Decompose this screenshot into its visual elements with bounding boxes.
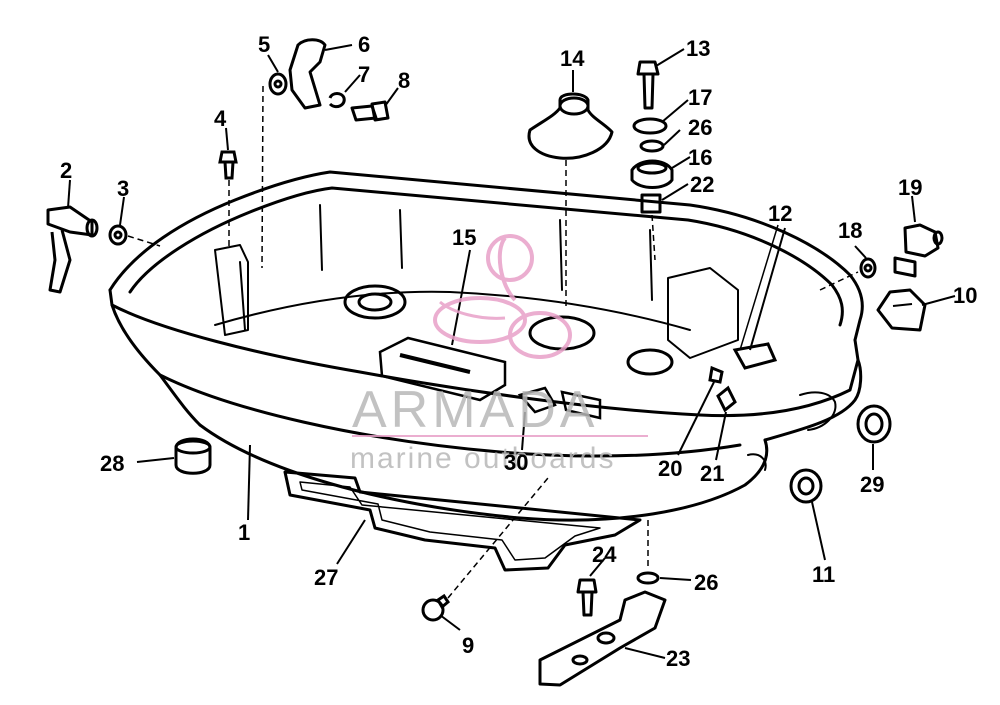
callout-13: 13: [686, 36, 710, 61]
boot-grommet-part: [527, 92, 614, 310]
grommet-pad-part: [378, 336, 507, 402]
plug-part: [421, 477, 549, 622]
callout-27: 27: [314, 565, 338, 590]
clip-part: [517, 386, 602, 420]
callout-12: 12: [768, 201, 792, 226]
bracket-hardware-parts: [708, 224, 779, 413]
armada-watermark: ARMADA marine outboards: [350, 234, 648, 475]
callout-21: 21: [700, 461, 724, 486]
callout-26-upper: 26: [688, 115, 712, 140]
callout-1: 1: [238, 520, 250, 545]
valve-parts: [819, 223, 944, 291]
callout-23: 23: [666, 646, 690, 671]
callout-20: 20: [658, 456, 682, 481]
callout-30: 30: [504, 450, 528, 475]
lower-bracket-parts: [538, 520, 667, 687]
retainer-part: [876, 288, 927, 332]
callout-8: 8: [398, 68, 410, 93]
fitting-part: [218, 150, 238, 248]
callout-26-lower: 26: [694, 570, 718, 595]
callout-24: 24: [592, 542, 617, 567]
callout-labels: 1 2 3 4 5 6 7 8 9 10 11 12 13 14 15 16 1…: [60, 32, 977, 671]
callout-19: 19: [898, 175, 922, 200]
callout-29: 29: [860, 472, 884, 497]
callout-15: 15: [452, 225, 476, 250]
callout-17: 17: [688, 85, 712, 110]
lower-cowl-body: [108, 170, 864, 522]
latch-assembly-parts: [261, 38, 390, 269]
callout-22: 22: [690, 172, 714, 197]
callout-4: 4: [214, 106, 227, 131]
leader-lines: [67, 44, 956, 659]
gasket-part: [283, 470, 642, 572]
callout-28: 28: [100, 451, 124, 476]
callout-3: 3: [117, 176, 129, 201]
screw-stack-parts: [630, 60, 674, 261]
callout-9: 9: [462, 633, 474, 658]
callout-18: 18: [838, 218, 862, 243]
anchor-propeller-logo: [433, 234, 572, 359]
callout-2: 2: [60, 158, 72, 183]
callout-6: 6: [358, 32, 370, 57]
callout-5: 5: [258, 32, 270, 57]
watermark-brand: ARMADA: [352, 381, 598, 439]
grommet-parts: [174, 404, 892, 504]
washer-part: [108, 224, 161, 247]
watermark-tagline: marine outboards: [350, 442, 615, 475]
callout-14: 14: [560, 46, 585, 71]
callout-16: 16: [688, 145, 712, 170]
lever-part: [46, 205, 99, 294]
callout-7: 7: [358, 62, 370, 87]
callout-10: 10: [953, 283, 977, 308]
callout-11: 11: [812, 562, 835, 587]
